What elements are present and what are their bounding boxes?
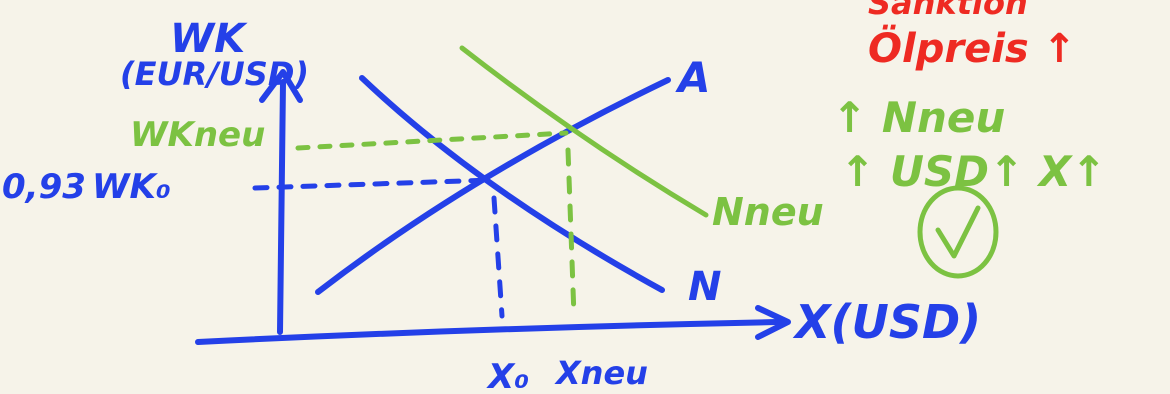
note-red-line2: Ölpreis ↑	[868, 24, 1076, 72]
demand-label: N	[688, 264, 721, 310]
x-axis-arrow	[755, 305, 791, 340]
xnew-guide	[565, 147, 577, 319]
x-axis-label: X(USD)	[792, 295, 981, 349]
wk0-guide	[252, 177, 495, 191]
xnew-label: Xneu	[554, 354, 648, 392]
note-green-line1: ↑ Nneu	[832, 93, 1005, 142]
check-circle-icon	[917, 185, 999, 279]
y-axis-arrow	[259, 69, 303, 103]
new-demand-label: Nneu	[712, 190, 824, 234]
supply-label: A	[675, 53, 711, 102]
wk0-value: 0,93	[2, 167, 86, 207]
y-axis	[277, 79, 286, 335]
y-axis-label-unit: (EUR/USD)	[120, 55, 309, 93]
x0-label: X₀	[486, 357, 529, 394]
note-green-line2: ↑ USD↑ X↑	[840, 147, 1106, 196]
note-red-line1: Sanktion	[868, 0, 1028, 22]
x0-guide	[491, 195, 505, 319]
wknew-guide	[295, 130, 569, 151]
new-demand-curve	[459, 45, 709, 218]
x-axis	[195, 319, 783, 345]
demand-curve-n	[359, 75, 665, 293]
wk-new-label: WKneu	[130, 115, 265, 155]
y-axis-label-top: WK	[170, 16, 248, 62]
wk0-label: WK₀	[92, 167, 171, 207]
